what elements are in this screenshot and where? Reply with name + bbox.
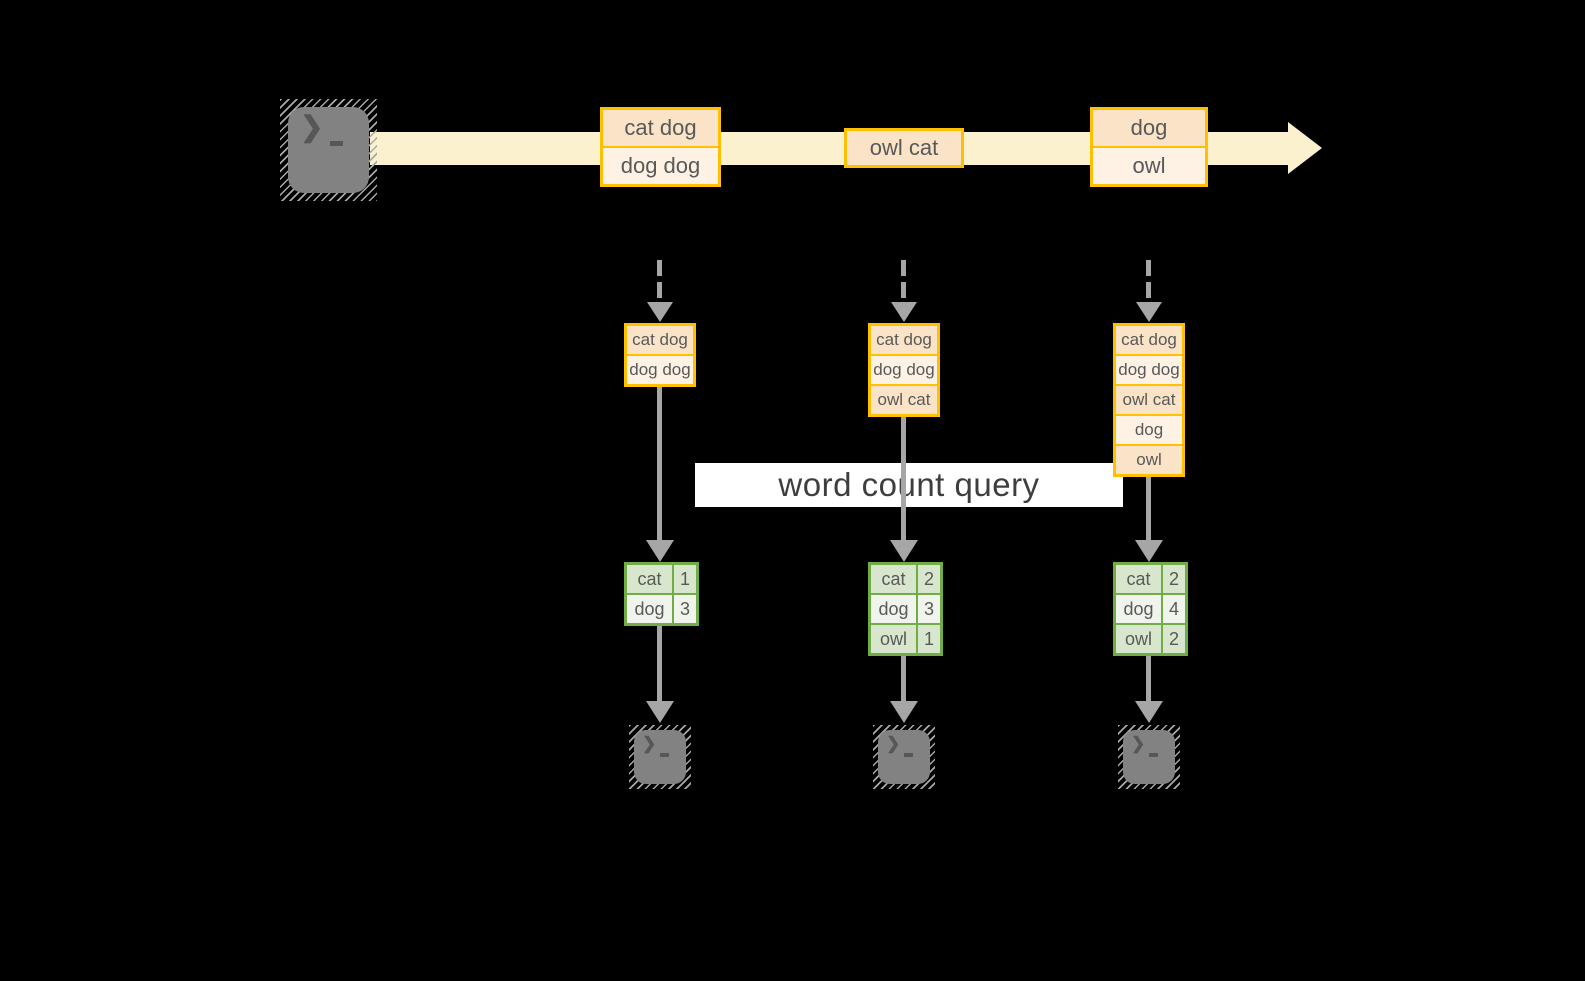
terminal-prompt-icon: ❯ bbox=[300, 111, 324, 142]
table-word-cell: cat bbox=[627, 565, 672, 593]
terminal-screen: ❯ bbox=[634, 730, 686, 784]
output-arrowhead-icon bbox=[646, 701, 674, 723]
process-arrowhead-icon bbox=[890, 540, 918, 562]
table-word-cell: owl bbox=[1116, 625, 1161, 653]
buffer-line: cat dog bbox=[627, 326, 693, 354]
buffer-line: dog dog bbox=[1116, 356, 1182, 384]
output-arrow-line bbox=[1146, 656, 1151, 701]
buffer-line: owl bbox=[1116, 446, 1182, 474]
table-count-cell: 1 bbox=[918, 625, 940, 653]
batch-dash bbox=[1146, 260, 1151, 276]
table-word-cell: dog bbox=[627, 595, 672, 623]
event-line: owl cat bbox=[847, 131, 961, 165]
terminal-screen: ❯ bbox=[288, 107, 369, 193]
buffer-line: dog dog bbox=[871, 356, 937, 384]
batch-dash bbox=[657, 260, 662, 276]
table-word-cell: dog bbox=[1116, 595, 1161, 623]
event-line: dog bbox=[1093, 110, 1205, 146]
event-line: dog dog bbox=[603, 148, 718, 184]
buffer-line: cat dog bbox=[1116, 326, 1182, 354]
table-count-cell: 3 bbox=[918, 595, 940, 623]
batch-dash bbox=[901, 282, 906, 298]
output-arrow-line bbox=[657, 626, 662, 701]
batch-dash bbox=[1146, 282, 1151, 298]
output-arrow-line bbox=[901, 656, 906, 701]
buffer-line: dog dog bbox=[627, 356, 693, 384]
table-count-cell: 3 bbox=[674, 595, 696, 623]
table-count-cell: 4 bbox=[1163, 595, 1185, 623]
terminal-cursor-icon bbox=[660, 753, 669, 757]
terminal-screen: ❯ bbox=[878, 730, 930, 784]
source-terminal-icon: ❯ bbox=[280, 99, 377, 201]
batch-buffer-3: cat dog dog dog owl cat dog owl bbox=[1113, 323, 1185, 477]
terminal-prompt-icon: ❯ bbox=[886, 734, 901, 753]
output-arrowhead-icon bbox=[1135, 701, 1163, 723]
table-word-cell: owl bbox=[871, 625, 916, 653]
buffer-line: dog bbox=[1116, 416, 1182, 444]
stream-arrowhead-icon bbox=[1288, 122, 1322, 174]
table-count-cell: 2 bbox=[918, 565, 940, 593]
table-row: cat 2 bbox=[871, 565, 940, 593]
table-row: dog 4 bbox=[1116, 595, 1185, 623]
table-count-cell: 2 bbox=[1163, 565, 1185, 593]
table-count-cell: 2 bbox=[1163, 625, 1185, 653]
process-arrow-line bbox=[901, 417, 906, 540]
buffer-line: cat dog bbox=[871, 326, 937, 354]
word-count-table-1: cat 1 dog 3 bbox=[624, 562, 699, 626]
buffer-line: owl cat bbox=[871, 386, 937, 414]
table-count-cell: 1 bbox=[674, 565, 696, 593]
query-band: word count query bbox=[695, 463, 1123, 507]
query-label: word count query bbox=[778, 466, 1040, 503]
process-arrowhead-icon bbox=[646, 540, 674, 562]
table-row: owl 2 bbox=[1116, 625, 1185, 653]
output-terminal-icon: ❯ bbox=[629, 725, 691, 789]
batch-dash bbox=[901, 260, 906, 276]
process-arrowhead-icon bbox=[1135, 540, 1163, 562]
stream-event-box-3: dog owl bbox=[1090, 107, 1208, 187]
batch-arrowhead-icon bbox=[891, 302, 917, 322]
output-terminal-icon: ❯ bbox=[873, 725, 935, 789]
batch-buffer-2: cat dog dog dog owl cat bbox=[868, 323, 940, 417]
table-word-cell: cat bbox=[1116, 565, 1161, 593]
terminal-prompt-icon: ❯ bbox=[1131, 734, 1146, 753]
buffer-line: owl cat bbox=[1116, 386, 1182, 414]
table-word-cell: cat bbox=[871, 565, 916, 593]
output-terminal-icon: ❯ bbox=[1118, 725, 1180, 789]
stream-event-box-2: owl cat bbox=[844, 128, 964, 168]
word-count-table-2: cat 2 dog 3 owl 1 bbox=[868, 562, 943, 656]
batch-arrowhead-icon bbox=[647, 302, 673, 322]
terminal-cursor-icon bbox=[330, 141, 343, 146]
batch-arrowhead-icon bbox=[1136, 302, 1162, 322]
event-line: owl bbox=[1093, 148, 1205, 184]
word-count-table-3: cat 2 dog 4 owl 2 bbox=[1113, 562, 1188, 656]
table-row: cat 2 bbox=[1116, 565, 1185, 593]
table-row: dog 3 bbox=[871, 595, 940, 623]
terminal-prompt-icon: ❯ bbox=[642, 734, 657, 753]
process-arrow-line bbox=[1146, 477, 1151, 540]
table-row: dog 3 bbox=[627, 595, 696, 623]
process-arrow-line bbox=[657, 387, 662, 540]
table-row: owl 1 bbox=[871, 625, 940, 653]
terminal-cursor-icon bbox=[1149, 753, 1158, 757]
terminal-screen: ❯ bbox=[1123, 730, 1175, 784]
event-line: cat dog bbox=[603, 110, 718, 146]
table-row: cat 1 bbox=[627, 565, 696, 593]
batch-buffer-1: cat dog dog dog bbox=[624, 323, 696, 387]
table-word-cell: dog bbox=[871, 595, 916, 623]
output-arrowhead-icon bbox=[890, 701, 918, 723]
stream-event-box-1: cat dog dog dog bbox=[600, 107, 721, 187]
terminal-cursor-icon bbox=[904, 753, 913, 757]
batch-dash bbox=[657, 282, 662, 298]
